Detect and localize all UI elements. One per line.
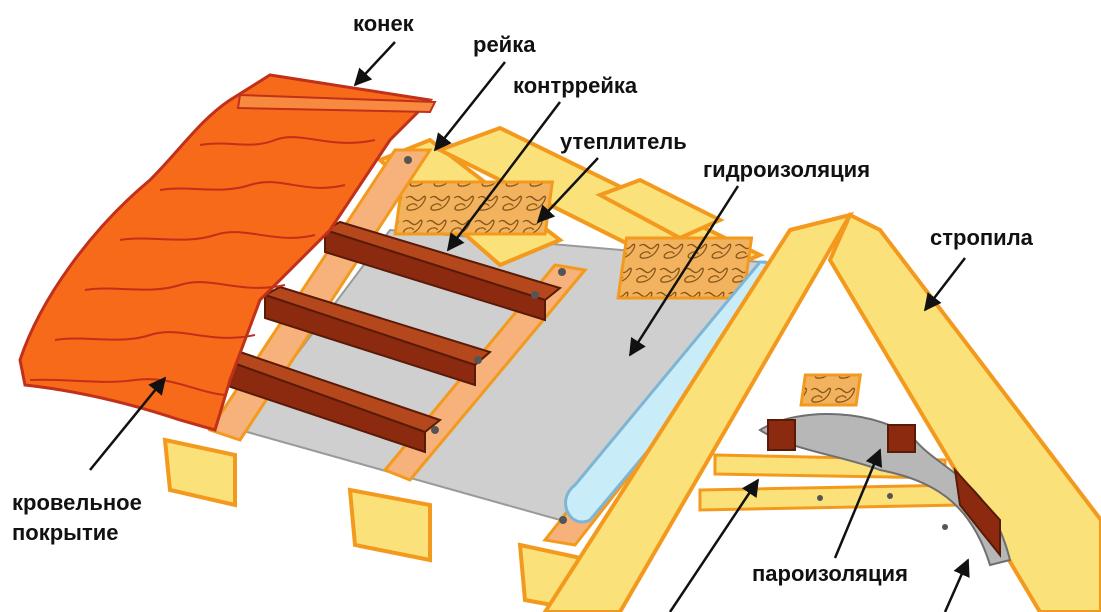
roofing-tiles [18,73,437,432]
label-ridge: конек [353,11,414,36]
battens [222,220,563,454]
label-waterproofing: гидроизоляция [703,157,871,182]
label-counter-batten: контррейка [513,73,638,98]
leader-arrows [89,41,970,612]
screws [404,156,948,530]
inner-batten [767,419,796,451]
label-roofing: кровельное покрытие [12,488,142,548]
insulation-board [799,373,863,407]
label-roofing-line1: кровельное [12,490,142,515]
label-roofing-line2: покрытие [12,520,119,545]
label-rafters: стропила [930,225,1033,250]
label-insulation: утеплитель [560,129,687,154]
inner-batten [887,424,916,453]
label-batten: рейка [473,32,536,57]
inner-batten [953,466,1001,558]
vapor-barrier [758,412,1012,567]
insulation-board [393,180,555,236]
label-vapor-barrier: пароизоляция [752,561,908,586]
